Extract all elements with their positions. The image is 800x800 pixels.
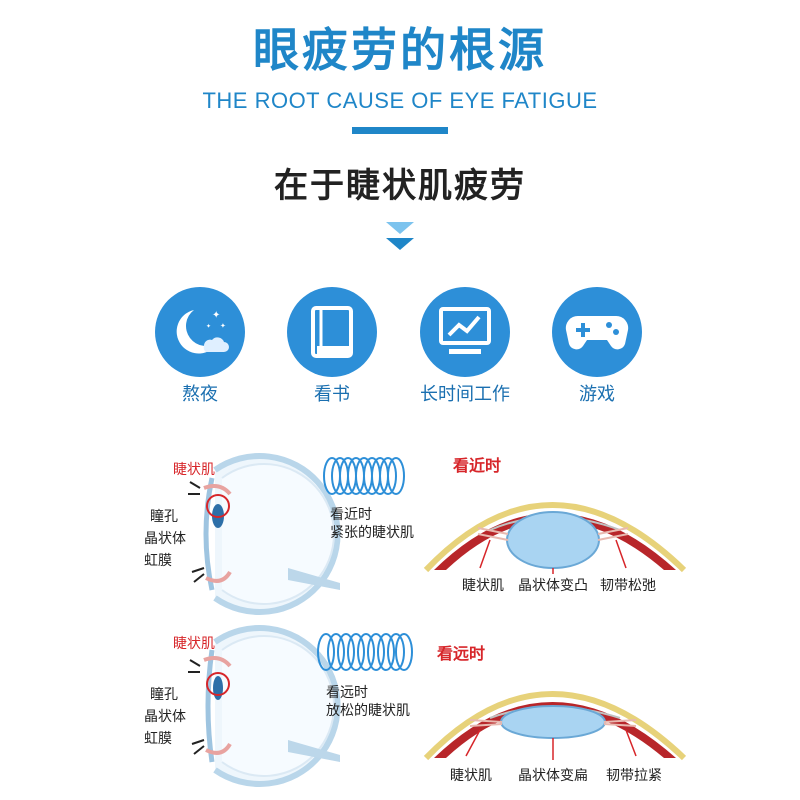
near-spring-caption-2: 紧张的睫状肌 <box>330 525 414 541</box>
far-lens-label: 晶状体 <box>144 709 186 725</box>
chevron-down-icon <box>386 222 414 250</box>
book-icon <box>311 306 353 358</box>
relaxed-spring-icon <box>317 633 413 671</box>
eyeball-near-diagram <box>188 453 341 615</box>
near-heading: 看近时 <box>453 456 502 475</box>
far-heading: 看远时 <box>437 644 486 663</box>
page-subtitle: THE ROOT CAUSE OF EYE FATIGUE <box>202 88 598 113</box>
near-diagram-label-ligament: 韧带松弛 <box>600 578 656 594</box>
cause-label-gaming: 游戏 <box>579 384 615 405</box>
svg-text:✦: ✦ <box>206 323 211 330</box>
svg-text:✦: ✦ <box>220 322 226 330</box>
near-iris-label: 虹膜 <box>144 553 172 569</box>
far-diagram-label-ciliary: 睫状肌 <box>450 768 492 784</box>
far-spring-caption-1: 看远时 <box>326 685 368 701</box>
page-title: 眼疲劳的根源 <box>253 23 547 77</box>
gamepad-icon <box>565 315 629 350</box>
cause-circle-stay-up: ✦ ✦ ✦ <box>155 287 245 377</box>
cause-label-reading: 看书 <box>314 384 350 405</box>
cause-circle-working <box>420 287 510 377</box>
near-pupil-label: 瞳孔 <box>150 509 178 525</box>
far-iris-label: 虹膜 <box>144 731 172 747</box>
tense-spring-icon <box>323 457 405 495</box>
cause-label-stay-up: 熬夜 <box>182 384 218 405</box>
near-ciliary-label: 睫状肌 <box>173 462 215 478</box>
far-ciliary-label: 睫状肌 <box>173 636 215 652</box>
near-lens-label: 晶状体 <box>144 531 186 547</box>
cause-label-working: 长时间工作 <box>420 384 510 405</box>
moon-stars-icon: ✦ ✦ ✦ <box>176 310 229 354</box>
headline: 在于睫状肌疲劳 <box>274 166 526 206</box>
far-spring-caption-2: 放松的睫状肌 <box>326 703 410 719</box>
title-divider <box>352 127 448 134</box>
svg-text:✦: ✦ <box>212 310 220 321</box>
near-spring-caption-1: 看近时 <box>330 507 372 523</box>
near-diagram-label-ciliary: 睫状肌 <box>462 578 504 594</box>
eyeball-far-diagram <box>188 625 341 787</box>
far-lens-diagram <box>423 691 687 761</box>
cause-circle-reading <box>287 287 377 377</box>
cause-circle-gaming <box>552 287 642 377</box>
far-diagram-label-lens: 晶状体变扁 <box>518 768 588 784</box>
far-diagram-label-ligament: 韧带拉紧 <box>606 768 662 784</box>
near-diagram-label-lens: 晶状体变凸 <box>518 578 588 594</box>
far-pupil-label: 瞳孔 <box>150 687 178 703</box>
monitor-chart-icon <box>439 307 491 354</box>
near-lens-diagram <box>423 502 687 574</box>
